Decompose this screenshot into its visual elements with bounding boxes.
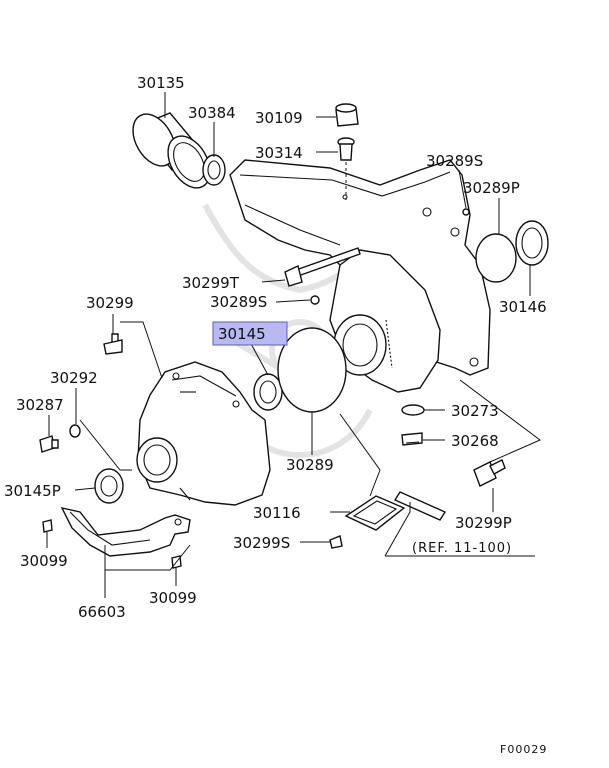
label-30299T[interactable]: 30299T — [182, 274, 240, 292]
transfer-front-cover — [136, 361, 271, 506]
label-30384[interactable]: 30384 — [188, 104, 236, 122]
label-30146[interactable]: 30146 — [499, 298, 547, 316]
leader-lines — [46, 92, 541, 598]
part-30135-sleeve — [132, 112, 211, 189]
part-30299P-bolt — [473, 459, 506, 487]
part-30109-cap — [335, 103, 359, 127]
part-30292-washer — [69, 424, 81, 438]
part-30289S-oring — [310, 295, 320, 305]
part-30145P-seal — [94, 468, 124, 504]
part-30287-plug — [39, 435, 59, 453]
label-30299[interactable]: 30299 — [86, 294, 134, 312]
ref-label: (REF. 11-100) — [412, 541, 512, 556]
label-30314[interactable]: 30314 — [255, 144, 303, 162]
transfer-case-housing — [229, 159, 491, 393]
label-30289S-top[interactable]: 30289S — [426, 152, 483, 170]
label-30099-left[interactable]: 30099 — [20, 552, 68, 570]
part-30299-bolt — [103, 333, 123, 355]
label-30289P[interactable]: 30289P — [463, 179, 520, 197]
label-30145P[interactable]: 30145P — [4, 482, 61, 500]
label-30292[interactable]: 30292 — [50, 369, 98, 387]
label-30135[interactable]: 30135 — [137, 74, 185, 92]
figure-id: F00029 — [500, 743, 547, 756]
label-30268[interactable]: 30268 — [451, 432, 499, 450]
label-30109[interactable]: 30109 — [255, 109, 303, 127]
part-30299T-bolt — [284, 247, 361, 287]
label-30299S-bottom[interactable]: 30299S — [233, 534, 290, 552]
part-30146-seal — [515, 220, 549, 266]
callout-labels: 30135 30384 30109 30314 30289S 30289P 30… — [4, 74, 547, 756]
part-66603-bracket — [60, 506, 191, 557]
part-30289S-oring-top — [462, 208, 470, 216]
label-30289[interactable]: 30289 — [286, 456, 334, 474]
part-30289-oring — [277, 327, 347, 413]
part-30099-bolt-left — [42, 519, 53, 533]
part-30299S-bolt — [329, 535, 343, 549]
label-30289S[interactable]: 30289S — [210, 293, 267, 311]
part-30384-seal — [202, 154, 226, 186]
label-30287[interactable]: 30287 — [16, 396, 64, 414]
label-66603[interactable]: 66603 — [78, 603, 126, 621]
label-30116[interactable]: 30116 — [253, 504, 301, 522]
part-30116-plate — [344, 495, 406, 531]
label-30099-right[interactable]: 30099 — [149, 589, 197, 607]
part-30268-plug — [401, 432, 423, 446]
label-30145[interactable]: 30145 — [218, 325, 266, 343]
highlight-box-30145 — [212, 321, 288, 346]
label-30273[interactable]: 30273 — [451, 402, 499, 420]
part-30145-seal — [253, 373, 283, 411]
ref-shaft — [393, 491, 447, 521]
part-30289P-oring — [475, 233, 517, 283]
label-30299P[interactable]: 30299P — [455, 514, 512, 532]
part-30273-gasket — [401, 404, 425, 416]
part-30314-breather — [337, 137, 355, 161]
